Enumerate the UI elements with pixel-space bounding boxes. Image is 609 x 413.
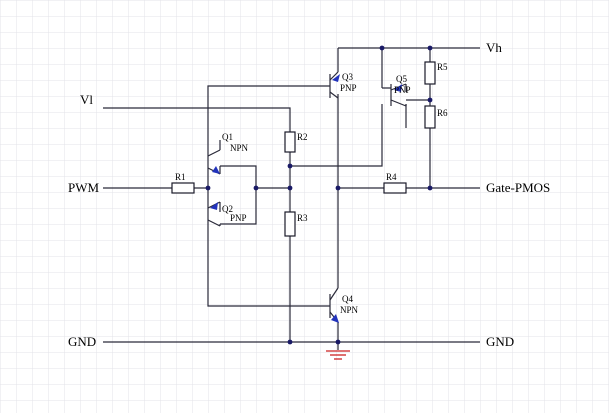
junctions xyxy=(205,45,433,345)
resistor-r1 xyxy=(171,182,195,194)
q3-emitter-arrow xyxy=(332,74,340,82)
label-r5: R5 xyxy=(437,62,448,72)
resistor-r5 xyxy=(424,61,436,85)
q4-emitter-arrow xyxy=(331,314,339,323)
resistor-r4 xyxy=(383,182,407,194)
net-label-pwm: PWM xyxy=(68,180,100,195)
label-r4: R4 xyxy=(386,172,397,182)
net-label-gnd-left: GND xyxy=(68,334,96,349)
label-q4-name: Q4 xyxy=(342,294,353,304)
net-label-gnd-right: GND xyxy=(486,334,514,349)
ground-symbol xyxy=(326,350,350,360)
transistor-q5 xyxy=(390,83,407,107)
resistor-r3 xyxy=(284,211,296,237)
label-r2: R2 xyxy=(297,132,308,142)
label-q3-name: Q3 xyxy=(342,72,353,82)
net-label-vl: Vl xyxy=(80,92,93,107)
label-q1-name: Q1 xyxy=(222,132,233,142)
net-label-vh: Vh xyxy=(486,40,502,55)
label-r3: R3 xyxy=(297,213,308,223)
label-q5-type: PNP xyxy=(394,85,411,95)
label-r1: R1 xyxy=(175,172,186,182)
q1-emitter-arrow xyxy=(212,166,220,174)
net-label-gate-pmos: Gate-PMOS xyxy=(486,180,550,195)
label-q5-name: Q5 xyxy=(396,74,407,84)
label-q3-type: PNP xyxy=(340,83,357,93)
label-r6: R6 xyxy=(437,108,448,118)
transistor-q4 xyxy=(329,287,339,323)
label-q2-type: PNP xyxy=(230,213,247,223)
transistor-q3 xyxy=(329,71,340,99)
transistor-q1 xyxy=(207,140,221,175)
label-q2-name: Q2 xyxy=(222,204,233,214)
q2-emitter-arrow xyxy=(210,202,218,210)
resistor-r6 xyxy=(424,105,436,129)
transistor-q2 xyxy=(207,201,221,227)
resistor-r2 xyxy=(284,131,296,153)
label-q4-type: NPN xyxy=(340,305,359,315)
q5-emitter-arrow xyxy=(394,84,402,92)
label-q1-type: NPN xyxy=(230,143,249,153)
